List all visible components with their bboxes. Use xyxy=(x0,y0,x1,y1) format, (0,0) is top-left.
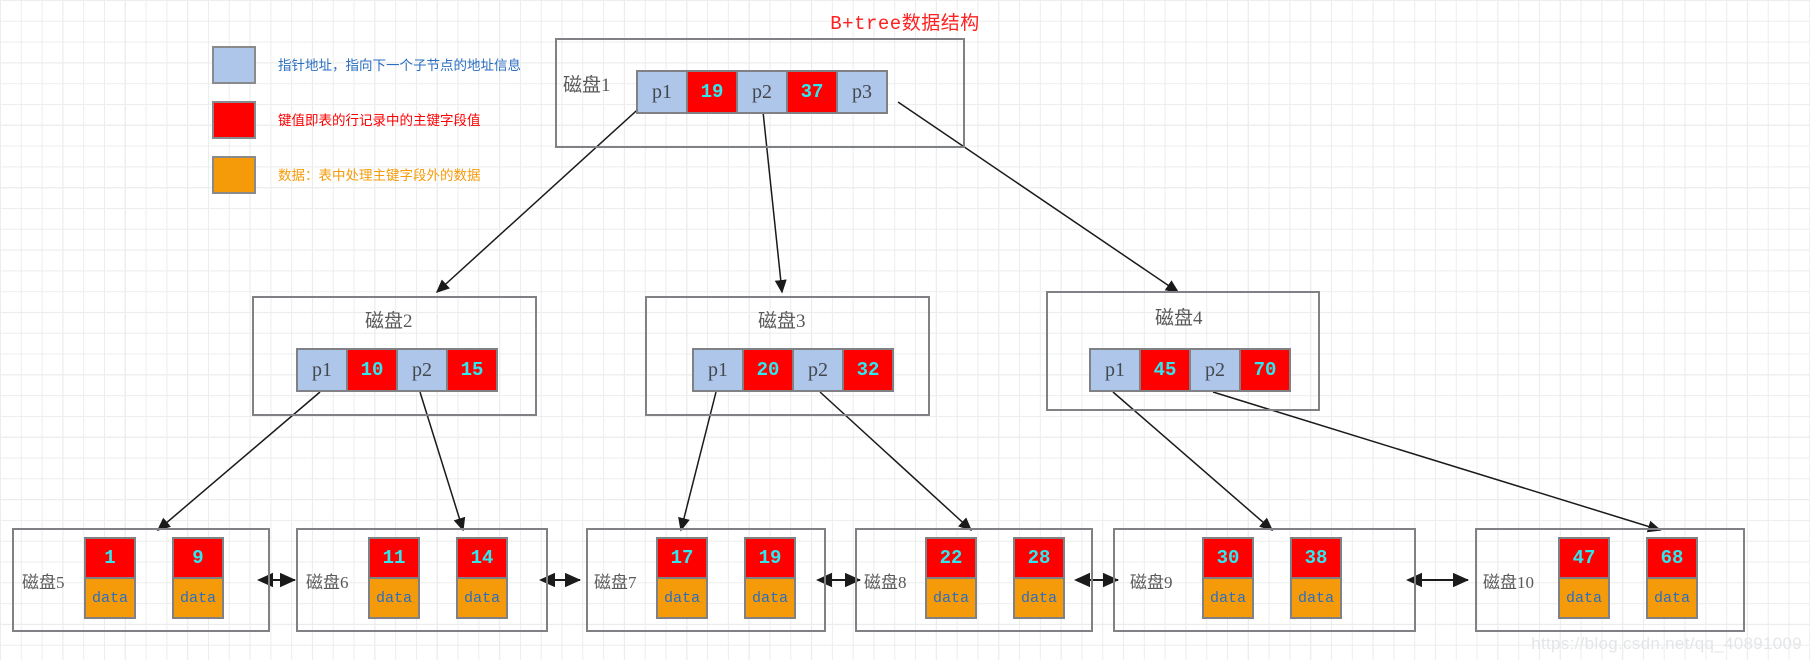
disk-label-2: 磁盘2 xyxy=(365,311,413,332)
disk-node-7[interactable] xyxy=(586,528,826,632)
record-data[interactable]: data xyxy=(172,577,224,619)
record[interactable]: 1 data xyxy=(84,537,136,619)
record[interactable]: 9 data xyxy=(172,537,224,619)
page-title: B+tree数据结构 xyxy=(830,13,980,35)
disk-label-4: 磁盘4 xyxy=(1155,308,1203,329)
record-data[interactable]: data xyxy=(1013,577,1065,619)
legend-swatch-pointer xyxy=(212,46,256,84)
pointer-cell[interactable]: p3 xyxy=(836,70,888,114)
record-key[interactable]: 14 xyxy=(456,537,508,579)
key-cell[interactable]: 32 xyxy=(842,348,894,392)
disk-node-10[interactable] xyxy=(1475,528,1745,632)
legend-label-key: 键值即表的行记录中的主键字段值 xyxy=(278,113,481,128)
pointer-cell[interactable]: p1 xyxy=(636,70,688,114)
pointer-cell[interactable]: p1 xyxy=(692,348,744,392)
record-data[interactable]: data xyxy=(1646,577,1698,619)
key-cell[interactable]: 19 xyxy=(686,70,738,114)
record[interactable]: 38 data xyxy=(1290,537,1342,619)
pointer-cell[interactable]: p2 xyxy=(792,348,844,392)
disk-label-7: 磁盘7 xyxy=(594,573,637,592)
disk-label-5: 磁盘5 xyxy=(22,573,65,592)
record-data[interactable]: data xyxy=(1202,577,1254,619)
record-key[interactable]: 9 xyxy=(172,537,224,579)
disk-records-6: 11 data 14 data xyxy=(368,537,508,619)
pointer-cell[interactable]: p1 xyxy=(1089,348,1141,392)
pointer-cell[interactable]: p2 xyxy=(736,70,788,114)
record[interactable]: 11 data xyxy=(368,537,420,619)
record-data[interactable]: data xyxy=(744,577,796,619)
record-key[interactable]: 38 xyxy=(1290,537,1342,579)
disk-node-2[interactable] xyxy=(252,296,537,416)
pointer-cell[interactable]: p2 xyxy=(396,348,448,392)
record[interactable]: 68 data xyxy=(1646,537,1698,619)
disk-label-3: 磁盘3 xyxy=(758,311,806,332)
record-key[interactable]: 19 xyxy=(744,537,796,579)
record-key[interactable]: 30 xyxy=(1202,537,1254,579)
record-key[interactable]: 68 xyxy=(1646,537,1698,579)
disk-cells-3: p1 20 p2 32 xyxy=(692,348,894,392)
disk-label-8: 磁盘8 xyxy=(864,573,907,592)
pointer-cell[interactable]: p1 xyxy=(296,348,348,392)
record-key[interactable]: 17 xyxy=(656,537,708,579)
disk-records-9: 30 data 38 data xyxy=(1202,537,1342,619)
record-key[interactable]: 11 xyxy=(368,537,420,579)
legend-label-data: 数据：表中处理主键字段外的数据 xyxy=(278,168,481,183)
legend-label-pointer: 指针地址，指向下一个子节点的地址信息 xyxy=(278,58,521,73)
record-data[interactable]: data xyxy=(84,577,136,619)
record[interactable]: 19 data xyxy=(744,537,796,619)
disk-records-5: 1 data 9 data xyxy=(84,537,224,619)
legend-swatch-data xyxy=(212,156,256,194)
disk-label-9: 磁盘9 xyxy=(1130,573,1173,592)
record-data[interactable]: data xyxy=(1558,577,1610,619)
record-key[interactable]: 22 xyxy=(925,537,977,579)
record[interactable]: 30 data xyxy=(1202,537,1254,619)
disk-label-10: 磁盘10 xyxy=(1483,573,1534,592)
key-cell[interactable]: 10 xyxy=(346,348,398,392)
disk-cells-1: p1 19 p2 37 p3 xyxy=(636,70,888,114)
disk-cells-4: p1 45 p2 70 xyxy=(1089,348,1291,392)
key-cell[interactable]: 20 xyxy=(742,348,794,392)
record-data[interactable]: data xyxy=(456,577,508,619)
record[interactable]: 22 data xyxy=(925,537,977,619)
record-data[interactable]: data xyxy=(368,577,420,619)
record-data[interactable]: data xyxy=(1290,577,1342,619)
disk-node-1[interactable] xyxy=(555,38,965,148)
disk-cells-2: p1 10 p2 15 xyxy=(296,348,498,392)
disk-records-8: 22 data 28 data xyxy=(925,537,1065,619)
disk-label-1: 磁盘1 xyxy=(563,75,611,96)
key-cell[interactable]: 37 xyxy=(786,70,838,114)
record-key[interactable]: 28 xyxy=(1013,537,1065,579)
record-data[interactable]: data xyxy=(656,577,708,619)
disk-label-6: 磁盘6 xyxy=(306,573,349,592)
disk-node-8[interactable] xyxy=(855,528,1093,632)
record-data[interactable]: data xyxy=(925,577,977,619)
disk-node-3[interactable] xyxy=(645,296,930,416)
pointer-cell[interactable]: p2 xyxy=(1189,348,1241,392)
record[interactable]: 47 data xyxy=(1558,537,1610,619)
disk-node-9[interactable] xyxy=(1113,528,1416,632)
record[interactable]: 14 data xyxy=(456,537,508,619)
disk-records-7: 17 data 19 data xyxy=(656,537,796,619)
disk-node-4[interactable] xyxy=(1046,291,1320,411)
key-cell[interactable]: 45 xyxy=(1139,348,1191,392)
disk-node-6[interactable] xyxy=(296,528,548,632)
record[interactable]: 28 data xyxy=(1013,537,1065,619)
disk-records-10: 47 data 68 data xyxy=(1558,537,1698,619)
disk-node-5[interactable] xyxy=(12,528,270,632)
key-cell[interactable]: 15 xyxy=(446,348,498,392)
legend-swatch-key xyxy=(212,101,256,139)
watermark: https://blog.csdn.net/qq_40891009 xyxy=(1531,634,1802,653)
record-key[interactable]: 1 xyxy=(84,537,136,579)
key-cell[interactable]: 70 xyxy=(1239,348,1291,392)
record-key[interactable]: 47 xyxy=(1558,537,1610,579)
record[interactable]: 17 data xyxy=(656,537,708,619)
